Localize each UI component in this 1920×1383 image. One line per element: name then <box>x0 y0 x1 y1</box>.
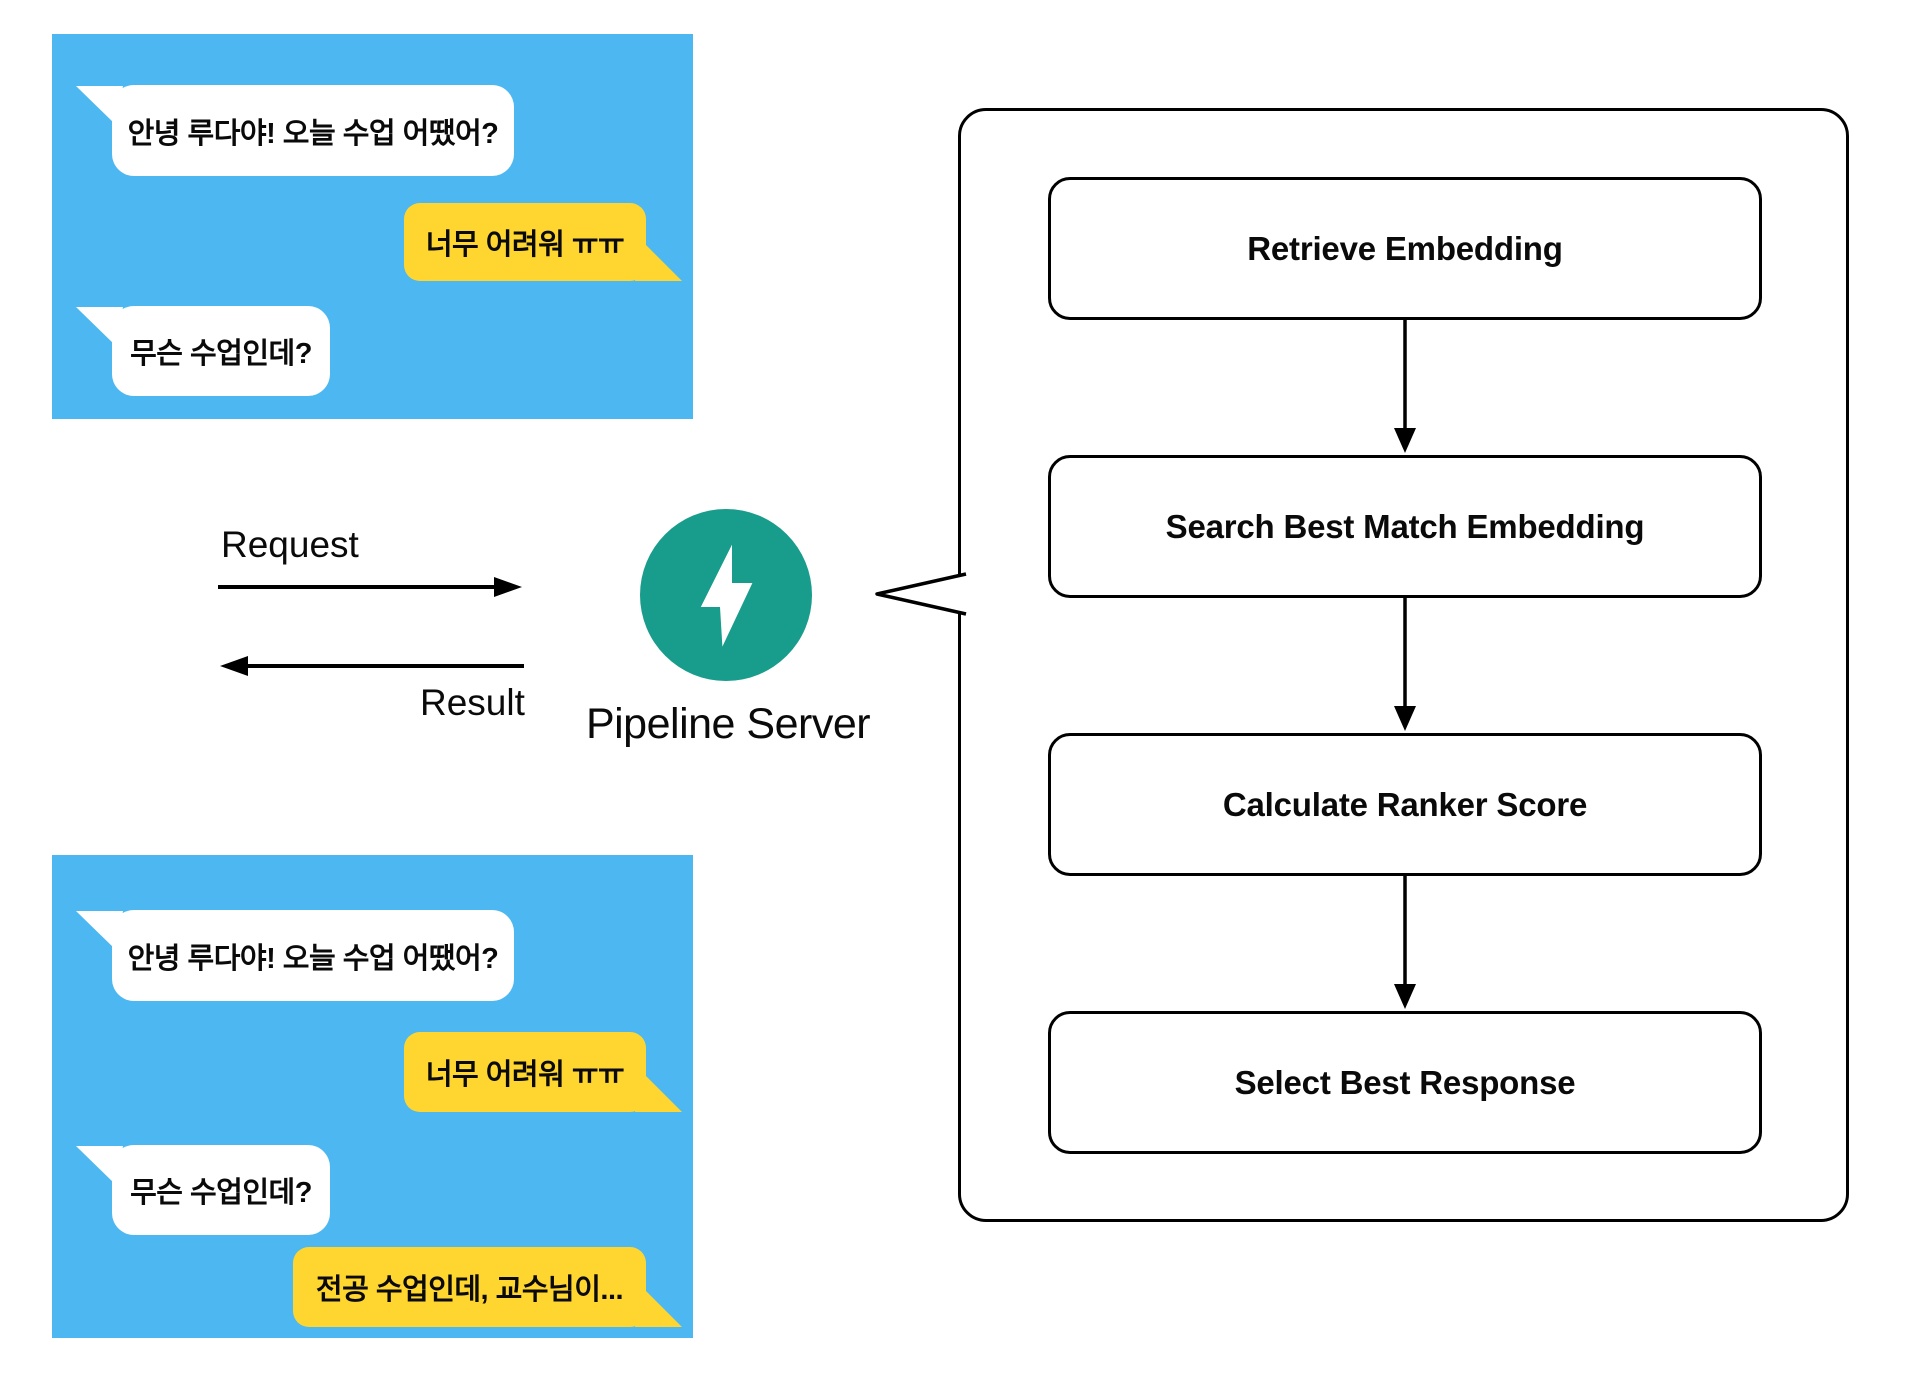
chat-panel-bottom: 안녕 루다야! 오늘 수업 어땠어? 너무 어려워 ㅠㅠ 무슨 수업인데? 전공… <box>52 855 693 1338</box>
chat-bubble-left: 안녕 루다야! 오늘 수업 어땠어? <box>76 85 514 176</box>
chat-message-text: 무슨 수업인데? <box>130 1177 312 1209</box>
flow-arrow-3 <box>1394 876 1416 1009</box>
chat-message-text: 안녕 루다야! 오늘 수업 어땠어? <box>127 117 499 150</box>
bubble-tail-right <box>635 242 682 281</box>
step-search-best-match-embedding: Search Best Match Embedding <box>1048 455 1762 598</box>
step-select-best-response: Select Best Response <box>1048 1011 1762 1154</box>
bubble-tail-left <box>76 911 123 950</box>
chat-bubble-left: 안녕 루다야! 오늘 수업 어땠어? <box>76 910 514 1001</box>
step-label: Retrieve Embedding <box>1247 229 1563 267</box>
chat-message-text: 너무 어려워 ㅠㅠ <box>425 1059 625 1091</box>
bubble-tail-right <box>635 1288 682 1327</box>
result-arrow <box>220 656 524 676</box>
chat-bubble-left: 무슨 수업인데? <box>76 306 330 396</box>
lightning-bolt-icon <box>700 544 753 647</box>
request-arrow <box>218 577 522 597</box>
flowchart-callout-tail <box>875 572 967 616</box>
chat-bubble-right: 너무 어려워 ㅠㅠ <box>404 1032 682 1112</box>
step-retrieve-embedding: Retrieve Embedding <box>1048 177 1762 320</box>
chat-message-text: 안녕 루다야! 오늘 수업 어땠어? <box>127 942 499 975</box>
bubble-tail-left <box>76 307 123 346</box>
chat-message-text: 너무 어려워 ㅠㅠ <box>425 229 625 261</box>
chat-bubble-right: 너무 어려워 ㅠㅠ <box>404 203 682 281</box>
step-label: Select Best Response <box>1234 1063 1576 1101</box>
bubble-tail-left <box>76 86 123 125</box>
request-label: Request <box>221 524 359 565</box>
chat-panel-top: 안녕 루다야! 오늘 수업 어땠어? 너무 어려워 ㅠㅠ 무슨 수업인데? <box>52 34 693 419</box>
step-calculate-ranker-score: Calculate Ranker Score <box>1048 733 1762 876</box>
pipeline-server-label: Pipeline Server <box>585 700 871 748</box>
step-label: Calculate Ranker Score <box>1222 785 1588 823</box>
result-label: Result <box>420 682 525 723</box>
chat-bubble-left: 무슨 수업인데? <box>76 1145 330 1235</box>
chat-bubble-right: 전공 수업인데, 교수님이... <box>293 1247 682 1327</box>
chat-message-text: 무슨 수업인데? <box>130 338 312 370</box>
chat-message-text: 전공 수업인데, 교수님이... <box>315 1274 624 1306</box>
flow-arrow-1 <box>1394 320 1416 453</box>
bubble-tail-left <box>76 1146 123 1185</box>
pipeline-server-icon <box>640 509 812 681</box>
step-label: Search Best Match Embedding <box>1165 507 1645 545</box>
bubble-tail-right <box>635 1073 682 1112</box>
flow-arrow-2 <box>1394 598 1416 731</box>
